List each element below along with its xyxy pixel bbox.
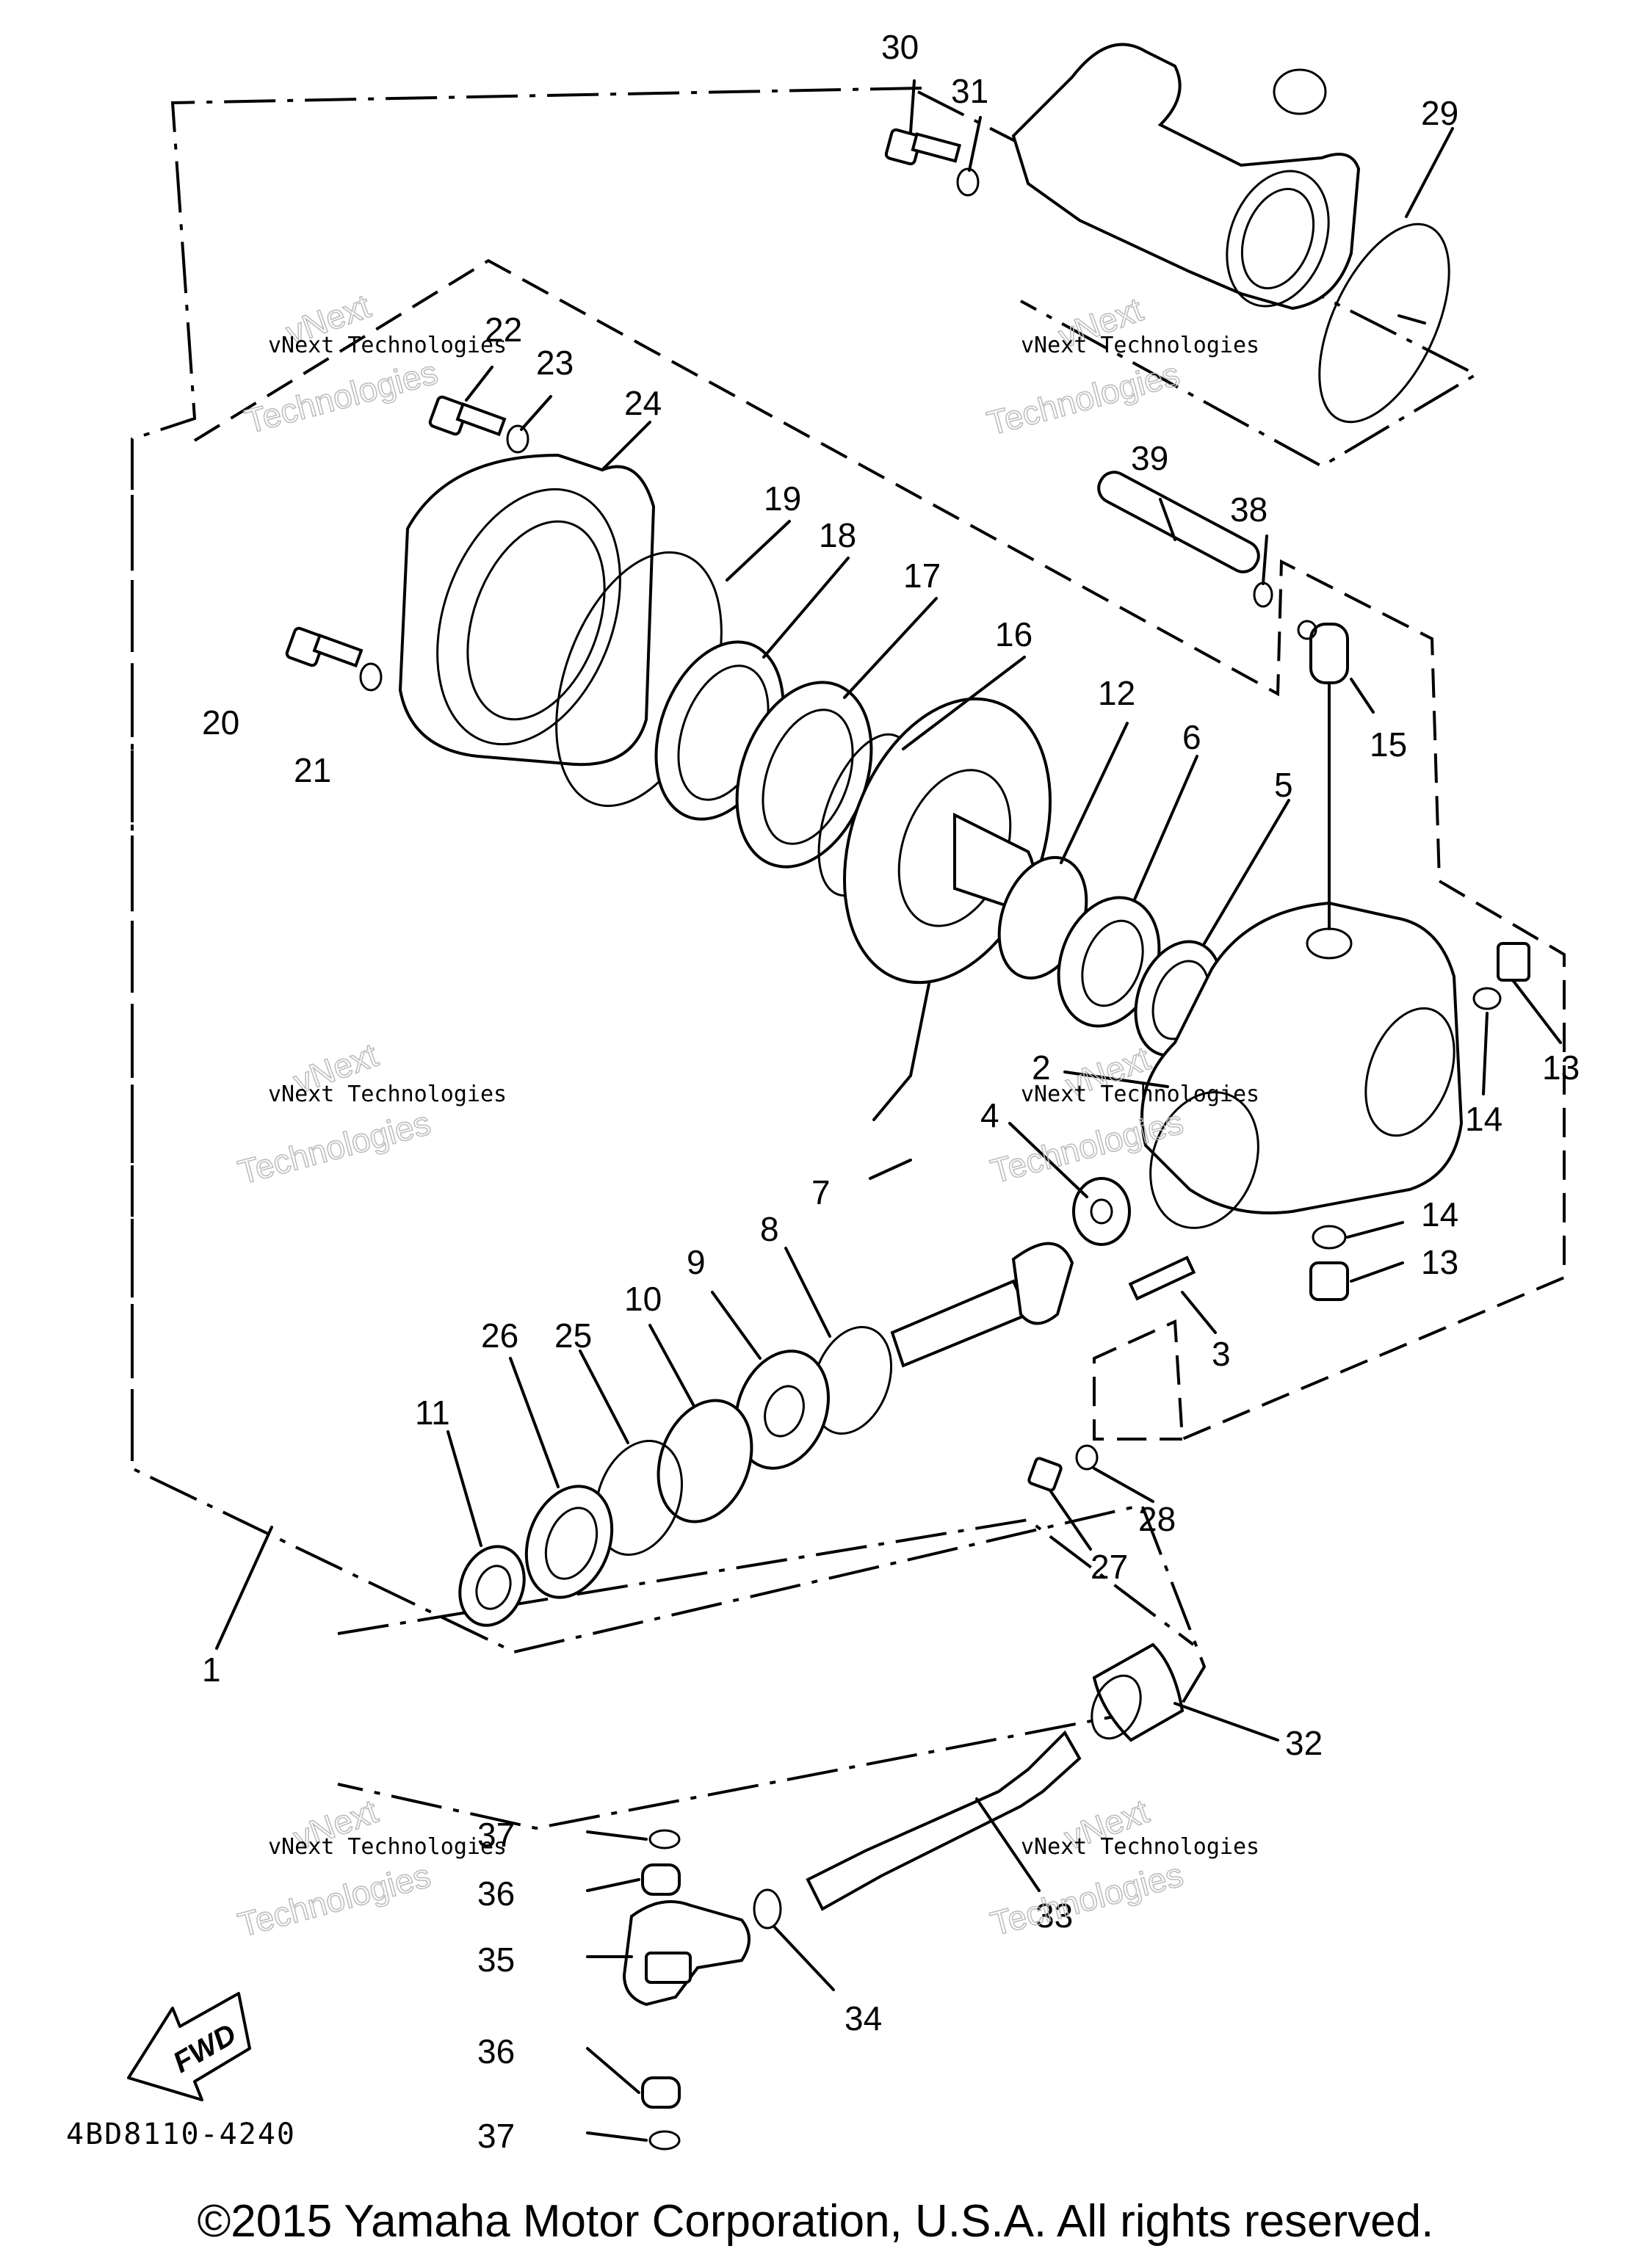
outer-boundary xyxy=(131,87,1207,1830)
callout-24: 24 xyxy=(624,384,662,422)
part-11-seal xyxy=(458,1545,526,1627)
callout-28: 28 xyxy=(1138,1500,1176,1538)
part-20-bolt xyxy=(285,626,364,668)
callout-39: 39 xyxy=(1131,439,1168,477)
assembly-boundary xyxy=(193,258,1566,1441)
part-33-shaft xyxy=(806,1730,1082,1911)
part-34-clip xyxy=(753,1888,782,1930)
callout-17: 17 xyxy=(903,557,941,595)
callout-16: 16 xyxy=(995,615,1033,653)
watermark-text-2: vNext Technologies xyxy=(1021,333,1259,358)
lower-boundary xyxy=(337,1518,1195,1646)
watermark-text-4: vNext Technologies xyxy=(1021,1082,1259,1107)
part-9-bearing xyxy=(734,1349,830,1470)
callout-32: 32 xyxy=(1285,1724,1323,1762)
callout-31: 31 xyxy=(951,72,988,110)
callout-18: 18 xyxy=(819,516,856,554)
fwd-arrow-icon xyxy=(127,1992,251,2101)
callout-20: 20 xyxy=(202,703,239,742)
watermark-text-3: vNext Technologies xyxy=(268,1082,507,1107)
callout-14-lower: 14 xyxy=(1421,1195,1458,1233)
part-14-washer-upper xyxy=(1472,987,1502,1010)
callout-14-upper: 14 xyxy=(1465,1100,1502,1138)
part-2-case xyxy=(1140,901,1464,1229)
callout-36-upper: 36 xyxy=(477,1874,515,1913)
callout-13-upper: 13 xyxy=(1542,1048,1580,1087)
part-28-washer xyxy=(1075,1444,1099,1471)
part-3-stud xyxy=(1128,1256,1196,1301)
callout-8: 8 xyxy=(760,1210,779,1248)
part-21-washer xyxy=(359,662,383,692)
callout-11: 11 xyxy=(415,1394,450,1432)
part-39-hose xyxy=(1097,471,1260,573)
top-boundary xyxy=(917,90,1480,468)
part-4-bearing xyxy=(1072,1177,1131,1246)
callout-27: 27 xyxy=(1091,1548,1128,1586)
part-code: 4BD8110-4240 xyxy=(66,2117,296,2151)
watermark-tech-4: Technologies xyxy=(987,1103,1187,1191)
callout-15: 15 xyxy=(1370,725,1407,764)
part-37-clip-lower xyxy=(648,2130,681,2151)
part-29-housing xyxy=(1011,43,1361,311)
part-13-plug-upper xyxy=(1497,942,1530,982)
callout-9: 9 xyxy=(687,1243,706,1281)
watermark-text-6: vNext Technologies xyxy=(1021,1834,1259,1860)
part-7-pinion xyxy=(890,1242,1074,1368)
part-31-washer xyxy=(956,167,980,197)
callout-37-lower: 37 xyxy=(477,2117,515,2155)
watermark-tech-2: Technologies xyxy=(983,355,1184,443)
part-30-bolt xyxy=(884,128,962,166)
callout-38: 38 xyxy=(1230,490,1267,529)
callout-2: 2 xyxy=(1032,1048,1051,1087)
watermark-tech-6: Technologies xyxy=(987,1855,1187,1943)
watermark-text-1: vNext Technologies xyxy=(268,333,507,358)
callout-12: 12 xyxy=(1098,674,1135,712)
callout-35: 35 xyxy=(477,1941,515,1979)
callout-3: 3 xyxy=(1212,1335,1231,1373)
part-13-plug-lower xyxy=(1309,1261,1349,1301)
part-29-gasket xyxy=(1318,222,1450,424)
part-36-cap-lower xyxy=(641,2076,681,2109)
callout-34: 34 xyxy=(845,1999,882,2037)
part-38-clip xyxy=(1253,582,1273,608)
watermark-tech-5: Technologies xyxy=(234,1856,435,1944)
part-35-ujoint xyxy=(622,1900,751,2007)
callout-26: 26 xyxy=(481,1316,518,1355)
part-22-bolt xyxy=(428,395,507,437)
part-24-cover xyxy=(398,453,656,767)
callout-37-upper: 37 xyxy=(477,1816,515,1854)
callout-6: 6 xyxy=(1182,718,1201,756)
callout-4: 4 xyxy=(980,1096,999,1134)
part-14-washer-lower xyxy=(1312,1225,1347,1250)
callout-1: 1 xyxy=(202,1651,221,1689)
watermark-text-5: vNext Technologies xyxy=(268,1834,507,1860)
callout-33: 33 xyxy=(1035,1896,1073,1935)
callout-21: 21 xyxy=(294,751,331,789)
copyright-notice: ©2015 Yamaha Motor Corporation, U.S.A. A… xyxy=(197,2196,1434,2247)
part-36-cap-upper xyxy=(641,1863,681,1896)
part-27-nut xyxy=(1027,1457,1063,1492)
part-23-washer xyxy=(506,424,529,454)
callout-36-lower: 36 xyxy=(477,2032,515,2070)
callout-10: 10 xyxy=(624,1280,662,1318)
callout-13-lower: 13 xyxy=(1421,1243,1458,1281)
callout-labels: 1 2 3 4 5 6 7 8 9 10 11 12 13 13 14 14 1… xyxy=(202,28,1580,2155)
callout-7: 7 xyxy=(811,1173,831,1211)
part-32-coupling xyxy=(1091,1642,1185,1742)
watermark-tech-3: Technologies xyxy=(234,1104,435,1192)
callout-30: 30 xyxy=(881,28,919,66)
callout-5: 5 xyxy=(1274,766,1293,804)
callout-22: 22 xyxy=(485,311,522,349)
callout-19: 19 xyxy=(764,479,801,518)
part-15-breather xyxy=(1297,620,1349,684)
leader-lines xyxy=(215,79,1562,2142)
callout-23: 23 xyxy=(536,344,574,382)
part-25-oring xyxy=(595,1440,683,1556)
callout-29: 29 xyxy=(1421,94,1458,132)
watermark-tech-1: Technologies xyxy=(241,352,441,441)
callout-25: 25 xyxy=(554,1316,592,1355)
part-37-clip-upper xyxy=(648,1829,681,1849)
